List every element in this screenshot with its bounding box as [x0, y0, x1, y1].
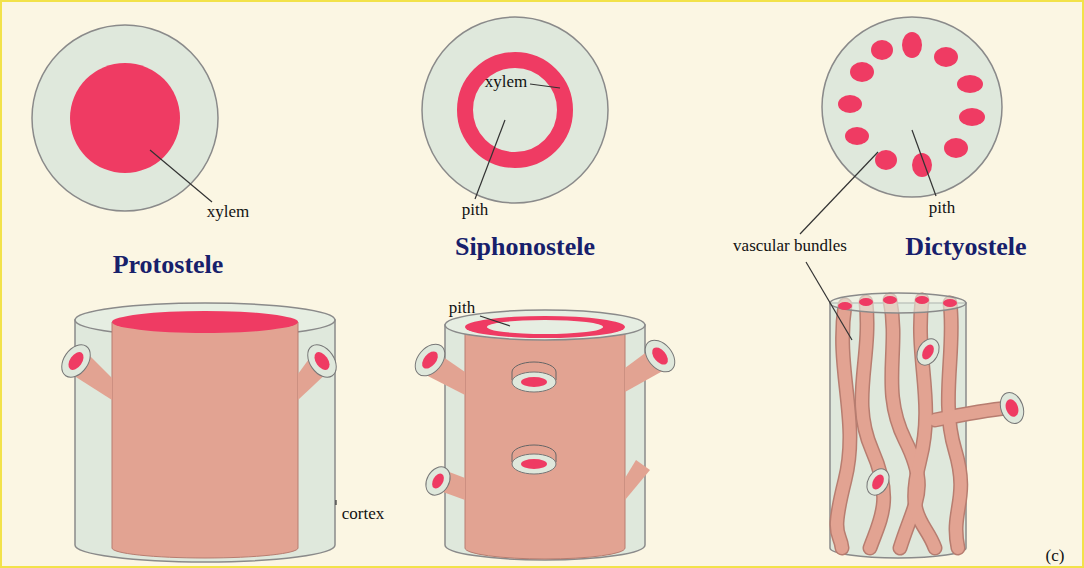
- part-label: pith: [449, 299, 475, 318]
- part-label: xylem: [485, 73, 528, 92]
- part-label: pith: [462, 201, 488, 220]
- figure-label: (c): [1046, 547, 1065, 566]
- part-label: xylem: [207, 203, 250, 222]
- part-label: cortex: [342, 505, 384, 524]
- part-label: vascular bundles: [733, 237, 847, 256]
- stele-title: Dictyostele: [905, 233, 1026, 262]
- part-label: pith: [929, 199, 955, 218]
- stele-title: Siphonostele: [455, 233, 595, 262]
- stele-title: Protostele: [113, 251, 224, 280]
